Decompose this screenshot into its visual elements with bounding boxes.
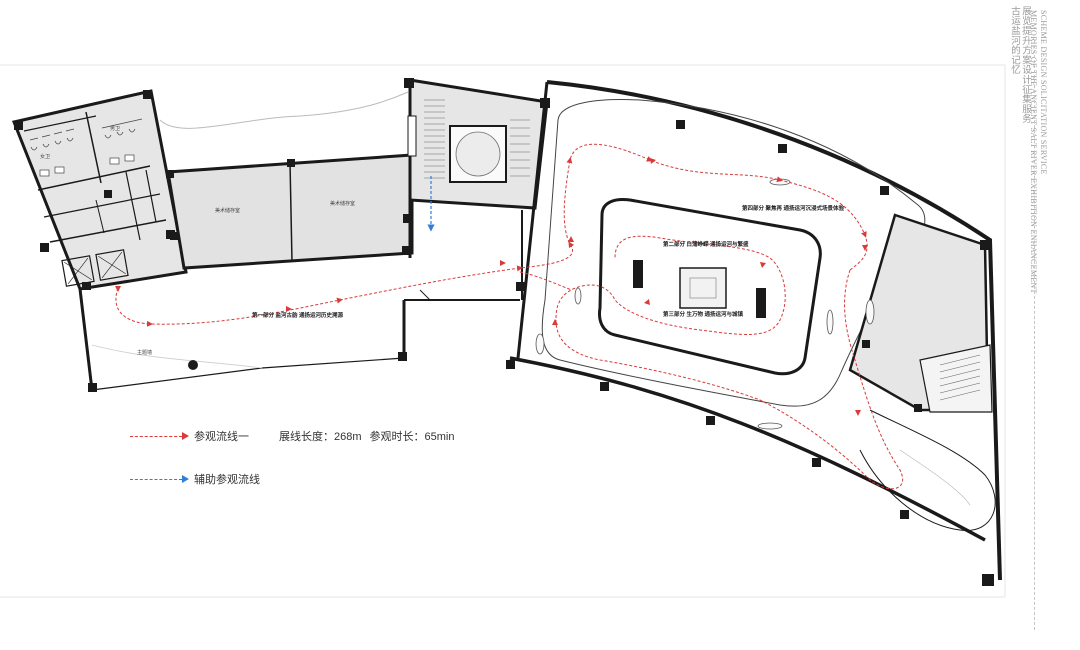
legend-blue-dashed-arrow-icon (130, 475, 189, 483)
room-label-lobby: 主题墙 (137, 349, 152, 356)
legend-aux-route-label: 辅助参观流线 (194, 474, 260, 486)
service-wing: 女卫 男卫 (11, 89, 188, 291)
exhibition-hall (506, 80, 1002, 586)
title-en-line1: MEMORIES OF THE ANCIENT SALT RIVER EXHIB… (1029, 10, 1038, 294)
legend-length-label: 展线长度：268m (279, 431, 362, 443)
room-label-toilet-f: 女卫 (40, 153, 50, 160)
title-cn-line2: 展览提升方案设计征集服务 (1020, 6, 1030, 124)
room-label-store-2: 美术储存室 (330, 200, 355, 207)
legend-duration-label: 参观时长：65min (369, 431, 455, 443)
legend-aux-route: 辅助参观流线 (130, 471, 260, 487)
zone-label-part3: 第三部分 生万物 通扬运河与城镇 (663, 310, 744, 318)
title-divider (1034, 40, 1035, 630)
title-cn-line1: 古运盐河的记忆 (1009, 6, 1019, 75)
room-label-toilet-m: 男卫 (110, 126, 120, 132)
zone-label-part2: 第二部分 白蒲峥嵘 通扬运河与繁盛 (663, 240, 749, 248)
route-main (115, 143, 904, 490)
legend-red-dashed-arrow-icon (130, 432, 189, 440)
legend-main-route: 参观流线一 展线长度：268m 参观时长：65min (130, 428, 455, 444)
room-label-store-1: 美术储存室 (215, 207, 240, 214)
title-en-line2: SCHEME DESIGN SOLICITATION SERVICE (1039, 10, 1048, 175)
legend-main-route-label: 参观流线一 (194, 431, 249, 443)
zone-label-part1: 第一部分 盐河古韵 通扬运河历史溯源 (252, 311, 344, 319)
route-main-arrows (115, 158, 868, 416)
storage-rooms: 美术储存室 美术储存室 (166, 153, 414, 270)
zone-label-part4: 第四部分 聚焦再 通扬运河沉浸式场景体验 (742, 204, 845, 212)
